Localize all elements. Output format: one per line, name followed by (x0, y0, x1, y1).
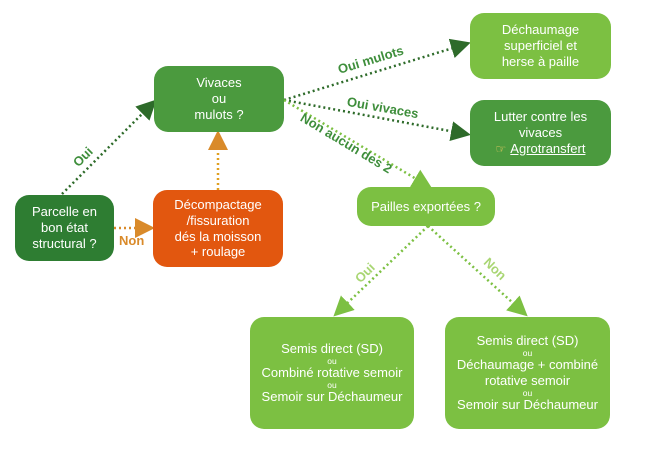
edge-oui2 (333, 225, 429, 317)
edge-oui (61, 99, 157, 195)
node-dechaumage: Déchaumage superficiel et herse à paille (470, 13, 611, 79)
node-sd-left: Semis direct (SD) ou Combiné rotative se… (250, 317, 414, 429)
node-decompactage-line1: Décompactage (174, 196, 262, 212)
node-vivaces-line2: ou (211, 91, 227, 107)
node-vivaces-line1: Vivaces (196, 75, 242, 91)
label-non-aucun: Non aucun des 2 (298, 110, 395, 176)
node-decompactage-line2: /fissuration (186, 212, 250, 228)
label-oui-mulots: Oui mulots (336, 43, 405, 77)
node-parcelle: Parcelle en bon état structural ? (15, 195, 114, 261)
node-lutter: Lutter contre les vivaces ☞ Agrotransfer… (470, 100, 611, 166)
node-pailles-text: Pailles exportées ? (371, 198, 481, 214)
label-non2: Non (481, 255, 510, 283)
node-sd-right-ou1: ou (522, 347, 533, 358)
node-vivaces-line3: mulots ? (194, 106, 244, 122)
node-parcelle-line3: structural ? (32, 235, 97, 251)
agrotransfert-link[interactable]: Agrotransfert (510, 140, 586, 156)
node-pailles: Pailles exportées ? (357, 187, 495, 226)
node-sd-right-line4: Semoir sur Déchaumeur (457, 397, 598, 413)
node-parcelle-line1: Parcelle en (31, 204, 98, 220)
node-lutter-line1: Lutter contre les (493, 109, 588, 125)
label-non: Non (119, 233, 144, 248)
node-dechaumage-line1: Déchaumage (501, 22, 580, 38)
edge-oui-mulots (283, 38, 471, 102)
pointing-hand-icon: ☞ (495, 141, 507, 156)
node-decompactage-line4: + roulage (190, 244, 246, 260)
node-sd-left-ou1: ou (327, 355, 337, 366)
node-sd-right-line2: Déchaumage + combiné (456, 357, 599, 373)
node-parcelle-line2: bon état (41, 220, 88, 236)
node-decompactage-line3: dés la moisson (174, 228, 262, 244)
node-lutter-line2: vivaces (518, 125, 563, 141)
node-sd-right-line1: Semis direct (SD) (476, 332, 579, 348)
node-sd-left-line3: Semoir sur Déchaumeur (261, 389, 403, 405)
label-oui: Oui (70, 144, 96, 170)
node-vivaces: Vivaces ou mulots ? (154, 66, 284, 132)
node-sd-left-line2: Combiné rotative semoir (261, 365, 403, 381)
agrotransfert-row: ☞ Agrotransfert (496, 141, 586, 157)
node-sd-left-ou2: ou (327, 379, 337, 390)
node-sd-right-ou2: ou (522, 387, 533, 398)
node-sd-right-line3: rotative semoir (484, 373, 571, 388)
node-dechaumage-line3: herse à paille (501, 53, 580, 69)
node-sd-right: Semis direct (SD) ou Déchaumage + combin… (445, 317, 610, 429)
edge-oui-vivaces (283, 98, 471, 142)
node-sd-left-line1: Semis direct (SD) (281, 340, 383, 356)
label-oui2: Oui (352, 260, 378, 286)
node-decompactage: Décompactage /fissuration dés la moisson… (153, 190, 283, 267)
node-dechaumage-line2: superficiel et (504, 38, 577, 54)
edge-non2 (427, 225, 528, 317)
label-oui-vivaces: Oui vivaces (346, 94, 420, 121)
